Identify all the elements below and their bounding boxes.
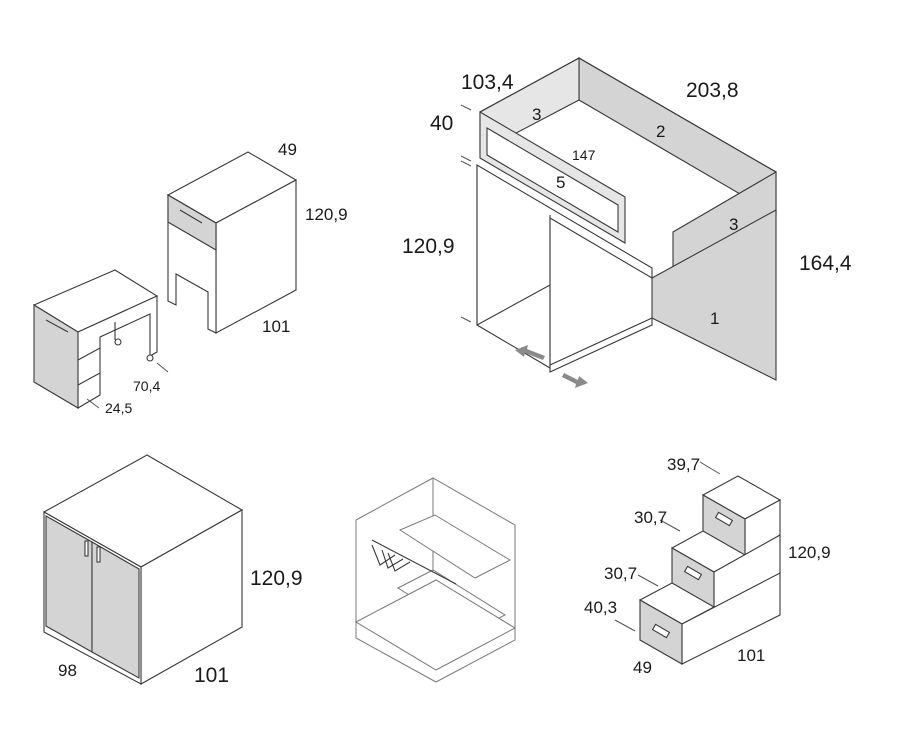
wardrobe-module: 120,9 98 101: [42, 454, 303, 687]
desk-width-label: 101: [262, 317, 290, 336]
part-label-3a: 3: [532, 105, 541, 124]
slide-arrow-right: [562, 373, 588, 388]
stairs-step-mid-label: 30,7: [634, 508, 667, 527]
caster-wheel-2: [146, 354, 154, 362]
loft-under-bottom: [476, 284, 551, 326]
wardrobe-width-label: 101: [194, 664, 229, 687]
wardrobe-interior-module: [354, 477, 517, 683]
stairs-module: 39,7 30,7 30,7 40,3 120,9 49 101: [584, 455, 831, 677]
tick-stairs-base: [614, 619, 636, 632]
desk-drawer-handle: [179, 209, 203, 224]
tick-loft-guard-a: [460, 155, 472, 162]
caster-depth-label: 24,5: [105, 400, 132, 416]
wardrobe-depth-label: 98: [58, 661, 77, 680]
stairs-step-low-label: 30,7: [604, 564, 637, 583]
stairs-handle-low: [651, 623, 671, 639]
stairs-handle-top: [714, 511, 734, 527]
loft-under-frame: [476, 164, 653, 373]
wardrobe-door-right: [91, 541, 140, 679]
loft-front-guard-inner: [486, 127, 619, 233]
loft-frame-top: [479, 57, 777, 173]
loft-under-height-label: 120,9: [402, 235, 455, 258]
desk-shelf-1: [77, 347, 101, 361]
tick-loft-top: [460, 104, 472, 111]
desk-depth-label: 49: [278, 140, 297, 159]
caster-width-label: 70,4: [133, 378, 160, 394]
interior-floor: [354, 579, 517, 671]
wardrobe-handle-right: [96, 546, 101, 563]
stairs-handle-mid: [683, 565, 703, 581]
hanging-rail: [371, 539, 457, 585]
loft-width-label: 103,4: [461, 71, 514, 94]
desk-return-body: [77, 295, 158, 409]
stairs-step-base-label: 40,3: [584, 598, 617, 617]
tick-stairs-low: [637, 574, 659, 587]
desk-shelf-2: [77, 372, 101, 386]
loft-inner-label: 147: [572, 147, 596, 163]
tick-stairs-top: [699, 461, 721, 475]
loft-bed-module: 103,4 203,8 40 147 120,9 164,4 1 2 3 3 5: [402, 57, 852, 388]
desk-drawer: [167, 194, 217, 251]
loft-length-label: 203,8: [686, 79, 739, 102]
stairs-width-label: 101: [737, 646, 765, 665]
caster-wheel-1: [114, 338, 122, 346]
tick-stairs-mid: [659, 519, 681, 532]
stairs-depth-label: 49: [633, 658, 652, 677]
part-label-1: 1: [710, 309, 719, 328]
hanger-icon: [371, 544, 411, 572]
loft-end-panel: [651, 209, 777, 381]
desk-return-handle: [45, 319, 69, 333]
part-label-2: 2: [656, 122, 665, 141]
tick-caster-width: [156, 362, 169, 373]
desk-height-label: 120,9: [305, 205, 348, 224]
tick-caster-depth: [86, 398, 100, 409]
wardrobe-handle-left: [84, 540, 89, 557]
part-label-5: 5: [556, 173, 565, 192]
interior-shelf-top: [398, 514, 512, 579]
wardrobe-height-label: 120,9: [250, 567, 303, 590]
tick-loft-bottom: [460, 316, 472, 323]
desk-return-front: [33, 304, 79, 409]
stairs-step-top-label: 39,7: [667, 455, 700, 474]
part-label-3b: 3: [729, 215, 738, 234]
loft-guard-label: 40: [430, 112, 453, 135]
slide-arrow-left: [515, 345, 545, 360]
desk-module: 49 120,9 101 70,4 24,5: [32, 140, 348, 416]
loft-total-height-label: 164,4: [799, 252, 852, 275]
stairs-height-label: 120,9: [788, 543, 831, 562]
tick-loft-guard-b: [460, 160, 472, 167]
